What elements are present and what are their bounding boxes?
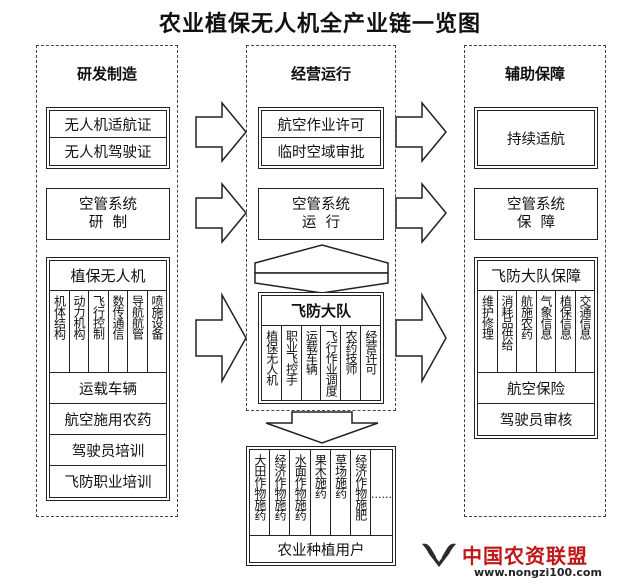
watermark-url: www.nongzi100.com: [474, 566, 602, 579]
operations-section: [246, 45, 396, 411]
operations-heading: 经营运行: [290, 65, 351, 83]
diagram-title: 农业植保无人机全产业链一览图: [158, 11, 481, 37]
rd-heading: 研发制造: [76, 65, 137, 83]
atc-ops-line2: 运 行: [301, 215, 341, 231]
uav-part: 导航航管: [128, 291, 148, 372]
arrow-right-icon: [195, 100, 247, 164]
certificates-box: 无人机适航证 无人机驾驶证: [46, 107, 170, 169]
arrow-down-icon: [265, 411, 379, 444]
cow-logo-icon: [422, 543, 456, 567]
airworthiness-box: 持续适航: [474, 107, 598, 169]
atc-rd-line2: 研 制: [88, 215, 128, 231]
atc-support-line1: 空管系统: [507, 196, 565, 213]
support-heading: 辅助保障: [504, 65, 565, 83]
atc-support-line2: 保 障: [516, 215, 556, 231]
permits-box: 航空作业许可 临时空域审批: [258, 107, 384, 169]
crop-type: 经济作物施肥: [351, 450, 372, 535]
guarantee-title: 飞防大队保障: [478, 261, 594, 291]
left-item: 驾驶员培训: [50, 435, 166, 466]
crop-type: 大田作物施药: [250, 450, 271, 535]
team-part: 植保无人机: [262, 326, 282, 400]
crop-type: 水面作物施药: [290, 450, 311, 535]
team-part: 经营许可: [363, 330, 378, 374]
farm-users-label: 农业种植用户: [277, 542, 365, 559]
team-parts: 植保无人机 职业飞控手 运载车辆 飞行作业调度 农药技师 经营许可: [262, 326, 380, 400]
arrow-right-icon: [395, 292, 447, 384]
rd-section: [36, 45, 178, 517]
guarantee-box: 飞防大队保障 维护修理 消耗品供给 航施农药 气象信息 植保信息 交通信息 航空…: [474, 257, 598, 439]
uav-part: 喷施设备: [150, 295, 165, 339]
left-item: 运载车辆: [50, 373, 166, 404]
team-title: 飞防大队: [262, 296, 380, 326]
uav-title: 植保无人机: [50, 261, 166, 291]
right-item: 航空保险: [478, 373, 594, 404]
airspace-approval-label: 临时空域审批: [277, 145, 365, 161]
guarantee-part: 维护修理: [478, 291, 498, 372]
uav-manufacturing-box: 植保无人机 机体结构 动力机构 飞行控制 数传通信 导航航管 喷施设备 运载车辆…: [46, 257, 170, 501]
users-box: 大田作物施药 经济作物施药 水面作物施药 果木施药 草场施药 经济作物施肥 ..…: [246, 446, 396, 566]
crop-type: 经济作物施药: [270, 450, 291, 535]
uav-part: 数传通信: [109, 291, 128, 372]
double-arrow-icon: [254, 244, 389, 274]
airworthiness-cert-label: 无人机适航证: [50, 111, 166, 138]
atc-rd-box: 空管系统 研 制: [46, 188, 170, 240]
team-part: 飞行作业调度: [321, 326, 342, 400]
uav-part: 机体结构: [50, 291, 70, 372]
guarantee-part: 航施农药: [517, 291, 537, 372]
atc-rd-line1: 空管系统: [79, 196, 137, 213]
watermark-brand: 中国农资联盟: [462, 544, 588, 568]
atc-ops-box: 空管系统 运 行: [258, 188, 384, 240]
uav-part: 动力机构: [70, 291, 89, 372]
arrow-right-icon: [395, 181, 447, 245]
guarantee-part: 植保信息: [556, 291, 576, 372]
uav-parts: 机体结构 动力机构 飞行控制 数传通信 导航航管 喷施设备: [50, 291, 166, 373]
arrow-right-icon: [395, 100, 447, 164]
crop-types: 大田作物施药 经济作物施药 水面作物施药 果木施药 草场施药 经济作物施肥 ..…: [250, 450, 392, 536]
uav-part: 飞行控制: [89, 291, 109, 372]
arrow-right-icon: [195, 181, 247, 245]
left-item: 航空施用农药: [50, 404, 166, 435]
guarantee-parts: 维护修理 消耗品供给 航施农药 气象信息 植保信息 交通信息: [478, 291, 594, 373]
team-box: 飞防大队 植保无人机 职业飞控手 运载车辆 飞行作业调度 农药技师 经营许可: [258, 292, 384, 404]
crop-type-more: ......: [371, 488, 393, 501]
right-item: 驾驶员审核: [499, 413, 573, 429]
atc-support-box: 空管系统 保 障: [474, 188, 598, 240]
atc-ops-line1: 空管系统: [292, 196, 350, 213]
guarantee-part: 气象信息: [537, 291, 556, 372]
team-part: 运载车辆: [302, 326, 322, 400]
support-section: [464, 45, 606, 517]
aviation-permit-label: 航空作业许可: [262, 111, 380, 138]
watermark-logo: [418, 540, 460, 568]
left-item: 飞防职业培训: [64, 475, 152, 491]
crop-type: 果木施药: [311, 450, 331, 535]
team-part: 农药技师: [341, 326, 362, 400]
pilot-license-label: 无人机驾驶证: [64, 145, 152, 161]
team-part: 职业飞控手: [282, 326, 302, 400]
arrow-right-icon: [195, 292, 247, 384]
crop-type: 草场施药: [331, 450, 351, 535]
double-arrow-icon: [254, 272, 389, 294]
guarantee-part: 交通信息: [578, 295, 593, 339]
guarantee-part: 消耗品供给: [498, 291, 517, 372]
